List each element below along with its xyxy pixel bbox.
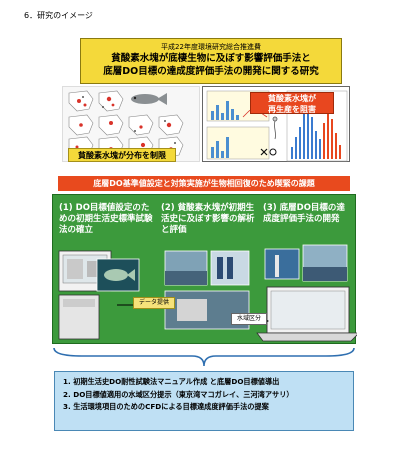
project-title-line-1: 貧酸素水塊が底棲生物に及ぼす影響評価手法と — [111, 53, 311, 64]
callout-recruitment-inhibited: 貧酸素水塊が 再生産を阻害 — [250, 92, 334, 114]
data-provision-label: データ提供 — [133, 297, 175, 309]
outcome-item-1: 1. 初期生活史DO耐性試験法マニュアル作成 と底層DO目標値導出 — [63, 377, 280, 386]
callout-distribution-limited: 貧酸素水塊が分布を制限 — [68, 148, 176, 162]
fish-icon — [131, 93, 167, 105]
larva-icon — [272, 116, 278, 140]
circle-mark-icon — [269, 148, 277, 156]
funding-subtitle: 平成22年度環境研究総合推進費 — [161, 43, 261, 51]
project-title-box: 平成22年度環境研究総合推進費 貧酸素水塊が底棲生物に及ぼす影響評価手法と 底層… — [80, 38, 342, 84]
theme-3-heading: (3) 底層DO目標の達成度評価手法の開発 — [263, 203, 345, 224]
x-mark-icon — [260, 148, 268, 156]
theme-2-heading: (2) 貧酸素水塊が初期生活史に及ぼす影響の解析と評価 — [161, 203, 255, 235]
project-title-line-2: 底層DO目標の達成度評価手法の開発に関する研究 — [103, 66, 319, 77]
fish-photo-icon — [96, 258, 140, 292]
laptop-icon — [256, 286, 357, 342]
section-heading: 6．研究のイメージ — [24, 11, 93, 20]
theme-1-heading: (1) DO目標値設定のための初期生活史標準試験法の確立 — [59, 203, 153, 235]
outcomes-box: 1. 初期生活史DO耐性試験法マニュアル作成 と底層DO目標値導出 2. DO目… — [54, 371, 354, 431]
outcome-item-2: 2. DO目標値適用の水域区分提示（東京湾マコガレイ、三河湾アサリ） — [63, 389, 294, 399]
research-themes-frame: (1) DO目標値設定のための初期生活史標準試験法の確立 (2) 貧酸素水塊が初… — [52, 194, 357, 344]
test-lab-computer-icon — [58, 250, 112, 340]
research-themes-illustration — [58, 244, 357, 342]
water-zoning-label: 水域区分 — [231, 313, 267, 325]
sea-photo-icon — [264, 244, 348, 282]
field-survey-photo-icon — [164, 250, 250, 330]
outcome-item-3: 3. 生活環境項目のためのCFDによる目標達成度評価手法の提案 — [63, 402, 269, 411]
urgent-task-bar: 底層DO基準値設定と対策実施が生物相回復のため喫緊の課題 — [58, 176, 350, 191]
convergence-brace-icon — [53, 347, 355, 367]
